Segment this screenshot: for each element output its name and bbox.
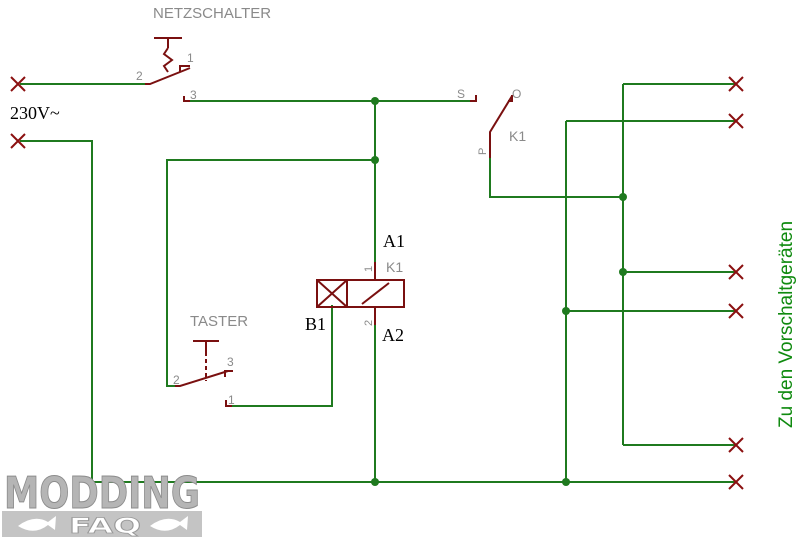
k1-contact-label: K1: [509, 128, 526, 144]
taster-pin-3: 3: [227, 355, 234, 369]
relay-coil-k1: A1 K1 1 2 B1 A2: [305, 231, 405, 345]
coil-terminal-a1: A1: [383, 231, 405, 251]
netzschalter-pin-1: 1: [187, 51, 194, 65]
terminal-x-icon: [10, 76, 26, 92]
netzschalter-label: NETZSCHALTER: [153, 5, 271, 22]
terminal-x-icon: [10, 133, 26, 149]
netzschalter-pin-2: 2: [136, 69, 143, 83]
taster-pin-1: 1: [228, 393, 235, 407]
terminal-x-icon: [728, 264, 744, 280]
wire-k1-p: [489, 158, 623, 198]
coil-label-k1: K1: [386, 259, 403, 275]
modding-faq-logo: MODDING FAQ: [2, 468, 202, 538]
netzschalter-pin-3: 3: [190, 88, 197, 102]
terminals: [10, 76, 744, 490]
terminal-x-icon: [728, 437, 744, 453]
k1-contact-pin-o: O: [512, 87, 521, 101]
wire-n-input: [20, 140, 735, 483]
junction-dot: [562, 307, 570, 315]
taster-label: TASTER: [190, 313, 248, 330]
k1-contact-pin-s: S: [457, 87, 465, 101]
k1-relay-contact: S O P K1: [457, 87, 526, 158]
junction-dot: [562, 478, 570, 486]
terminal-x-icon: [728, 113, 744, 129]
junctions: [371, 97, 627, 486]
junction-dot: [371, 478, 379, 486]
coil-pin-1: 1: [363, 266, 375, 272]
logo-fish-icon: [18, 516, 56, 531]
wire-taster-loop: [166, 159, 375, 387]
netzschalter-switch: NETZSCHALTER 1 2 3: [136, 5, 271, 102]
junction-dot: [619, 268, 627, 276]
taster-pushbutton: TASTER 3 2 1: [173, 313, 248, 407]
voltage-label: 230V~: [10, 103, 60, 123]
wires: [20, 83, 735, 483]
terminal-x-icon: [728, 76, 744, 92]
junction-dot: [371, 97, 379, 105]
side-label-vorschaltgeraete: Zu den Vorschaltgeräten: [776, 221, 797, 428]
logo-fish-icon: [150, 516, 188, 531]
coil-terminal-a2: A2: [382, 325, 404, 345]
taster-pin-2: 2: [173, 373, 180, 387]
k1-contact-pin-p: P: [477, 148, 489, 155]
terminal-x-icon: [728, 303, 744, 319]
coil-pin-2: 2: [363, 320, 375, 326]
coil-terminal-b1: B1: [305, 314, 326, 334]
logo-text-faq: FAQ: [69, 514, 141, 538]
junction-dot: [371, 156, 379, 164]
logo-text-modding: MODDING: [4, 468, 200, 519]
junction-dot: [619, 193, 627, 201]
terminal-x-icon: [728, 474, 744, 490]
wire-taster-to-b1: [232, 305, 333, 407]
